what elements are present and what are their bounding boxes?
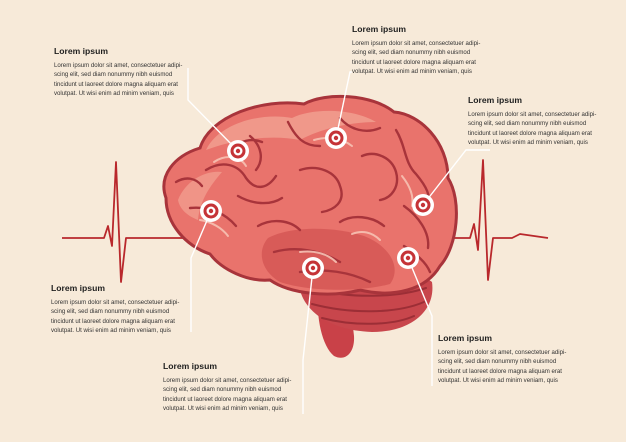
callout-title: Lorem ipsum <box>51 283 105 293</box>
target-marker-2 <box>325 127 347 149</box>
callout-title: Lorem ipsum <box>54 46 108 56</box>
target-marker-3 <box>412 194 434 216</box>
callout-body: Lorem ipsum dolor sit amet, consectetuer… <box>54 62 183 97</box>
callout-title: Lorem ipsum <box>163 361 217 371</box>
callout-right: Lorem ipsum Lorem ipsum dolor sit amet, … <box>468 95 618 147</box>
callout-top-center: Lorem ipsum Lorem ipsum dolor sit amet, … <box>352 24 512 76</box>
callout-left: Lorem ipsum Lorem ipsum dolor sit amet, … <box>51 283 211 335</box>
callout-bottom-center: Lorem ipsum Lorem ipsum dolor sit amet, … <box>163 361 323 413</box>
callout-title: Lorem ipsum <box>438 333 492 343</box>
leader-lines <box>187 68 490 414</box>
target-marker-4 <box>200 200 222 222</box>
callout-title: Lorem ipsum <box>468 95 522 105</box>
callout-body: Lorem ipsum dolor sit amet, consectetuer… <box>352 40 481 75</box>
callout-top-left: Lorem ipsum Lorem ipsum dolor sit amet, … <box>54 46 214 98</box>
callout-body: Lorem ipsum dolor sit amet, consectetuer… <box>51 299 180 334</box>
callout-bottom-right: Lorem ipsum Lorem ipsum dolor sit amet, … <box>438 333 598 385</box>
target-marker-5 <box>302 257 324 279</box>
target-marker-1 <box>227 140 249 162</box>
target-markers <box>200 127 434 279</box>
callout-body: Lorem ipsum dolor sit amet, consectetuer… <box>468 111 597 146</box>
callout-title: Lorem ipsum <box>352 24 406 34</box>
target-marker-6 <box>397 247 419 269</box>
callout-body: Lorem ipsum dolor sit amet, consectetuer… <box>163 377 292 412</box>
callout-body: Lorem ipsum dolor sit amet, consectetuer… <box>438 349 567 384</box>
heartbeat-pulse-line <box>62 159 549 283</box>
